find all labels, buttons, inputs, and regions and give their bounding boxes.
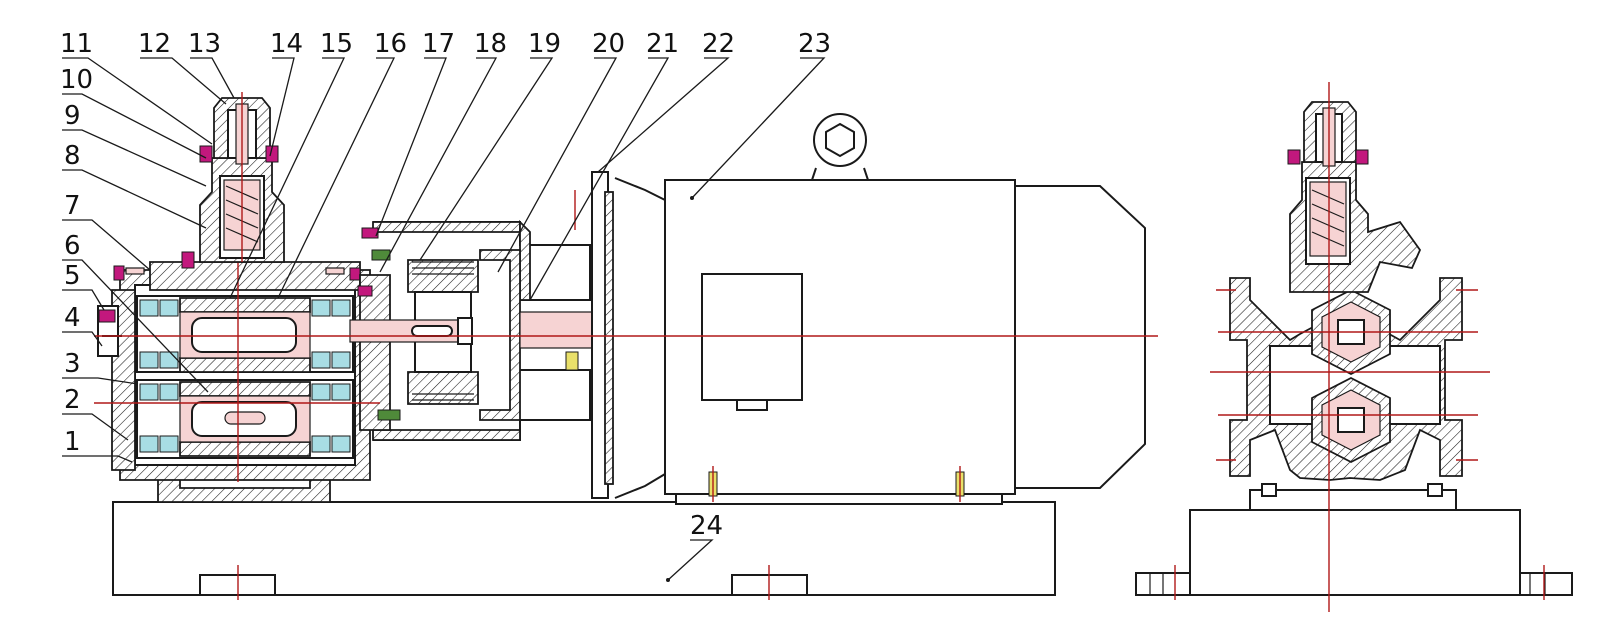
- part-label-3: 3: [64, 349, 81, 379]
- rotor-lower: [179, 381, 311, 457]
- part-label-4: 4: [64, 303, 81, 333]
- part-label-2: 2: [64, 385, 81, 415]
- part-label-9: 9: [64, 101, 81, 131]
- part-label-23: 23: [798, 29, 831, 59]
- leader-lines: [62, 57, 826, 582]
- part-label-20: 20: [592, 29, 625, 59]
- motor-bracket: [349, 190, 601, 441]
- bearing-upper-right: [311, 299, 351, 369]
- part-label-12: 12: [138, 29, 171, 59]
- part-label-15: 15: [320, 29, 353, 59]
- part-label-6: 6: [64, 231, 81, 261]
- pump-body-section: [97, 245, 371, 503]
- part-label-8: 8: [64, 141, 81, 171]
- bearing-lower-right: [311, 383, 351, 453]
- rotor-upper: [179, 297, 311, 373]
- part-label-24: 24: [690, 511, 723, 541]
- part-label-11: 11: [60, 29, 93, 59]
- electric-motor: [664, 113, 1146, 505]
- part-label-21: 21: [646, 29, 679, 59]
- side-view: [1135, 82, 1573, 612]
- part-label-5: 5: [64, 261, 81, 291]
- part-label-22: 22: [702, 29, 735, 59]
- side-rotor-lower: [1311, 376, 1391, 464]
- part-label-10: 10: [60, 65, 93, 95]
- part-label-13: 13: [188, 29, 221, 59]
- part-label-1: 1: [64, 427, 81, 457]
- part-label-19: 19: [528, 29, 561, 59]
- part-label-14: 14: [270, 29, 303, 59]
- motor-flange: [591, 171, 666, 499]
- part-label-18: 18: [474, 29, 507, 59]
- bearing-lower-left: [139, 383, 179, 453]
- relief-valve: [199, 92, 285, 263]
- part-label-7: 7: [64, 191, 81, 221]
- part-number-labels: 1 2 3 4 5 6 7 8 9 10 11 12 13 14 15 16 1…: [60, 29, 831, 541]
- part-label-16: 16: [374, 29, 407, 59]
- part-label-17: 17: [422, 29, 455, 59]
- base-plate: [112, 501, 1056, 600]
